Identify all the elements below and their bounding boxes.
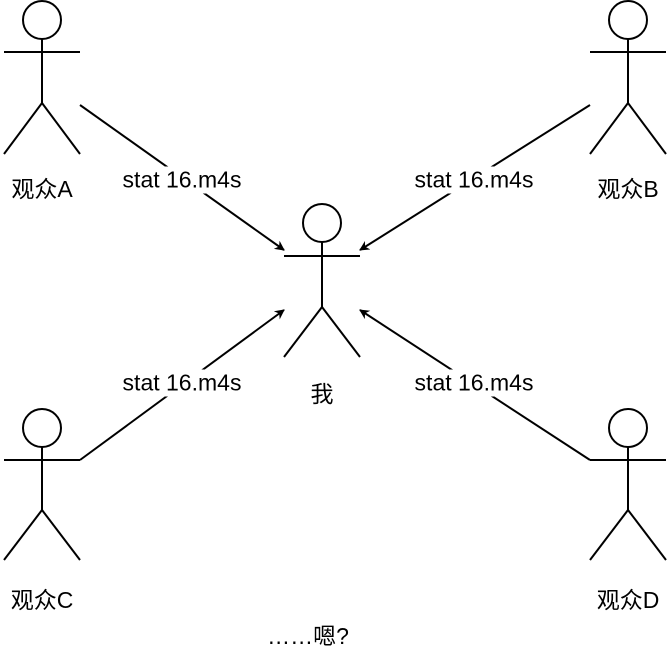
- actor-c-figure: [3, 408, 81, 561]
- edge-b-label: stat 16.m4s: [412, 166, 536, 194]
- actor-c-label: 观众C: [8, 581, 76, 615]
- edge-c-label: stat 16.m4s: [120, 369, 244, 397]
- actor-a-label: 观众A: [9, 170, 75, 204]
- edge-a-label: stat 16.m4s: [120, 166, 244, 194]
- actor-d-label: 观众D: [594, 581, 662, 615]
- actor-me-figure: [283, 203, 361, 358]
- edge-d-label: stat 16.m4s: [412, 369, 536, 397]
- actor-b-label: 观众B: [595, 170, 661, 204]
- footer-text: ……嗯?: [265, 617, 351, 651]
- actor-a-figure: [3, 0, 81, 155]
- actor-me-label: 我: [308, 375, 336, 409]
- actor-b-figure: [589, 0, 667, 155]
- actor-d-figure: [589, 408, 667, 561]
